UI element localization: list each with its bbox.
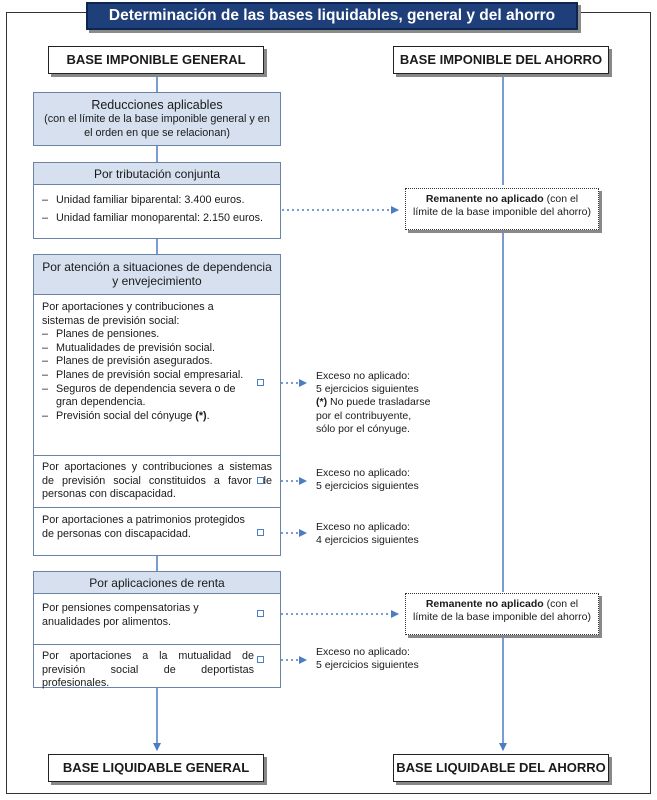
connector-square <box>257 656 264 663</box>
dependencia-section-1: Por aportaciones y contribuciones a sist… <box>34 295 280 455</box>
connector-square <box>257 529 264 536</box>
list-item: –Planes de previsión social empresarial. <box>42 368 244 381</box>
tributacion-title: Por tributación conjunta <box>34 163 280 185</box>
list-item: –Planes de pensiones. <box>42 328 160 341</box>
remanente-box-1: Remanente no aplicado (con el límite de … <box>405 188 599 230</box>
list-item: –Seguros de dependencia severa o de gran… <box>42 382 236 409</box>
dependencia-panel: Por atención a situaciones de dependenci… <box>33 254 281 556</box>
reducciones-subtitle: (con el límite de la base imponible gene… <box>44 113 270 139</box>
dependencia-section-2: Por aportaciones y contribuciones a sist… <box>34 455 280 507</box>
tributacion-panel: Por tributación conjunta –Unidad familia… <box>33 162 281 239</box>
list-item: –Planes de previsión asegurados. <box>42 355 213 368</box>
list-item: –Unidad familiar biparental: 3.400 euros… <box>42 194 245 206</box>
exceso-note-2: Exceso no aplicado: 5 ejercicios siguien… <box>316 467 419 493</box>
aplicaciones-panel: Por aplicaciones de renta Por pensiones … <box>33 571 281 691</box>
base-liquidable-ahorro-box: BASE LIQUIDABLE DEL AHORRO <box>393 754 609 782</box>
list-item: –Mutualidades de previsión social. <box>42 341 216 354</box>
connector-square <box>257 379 264 386</box>
exceso-note-1: Exceso no aplicado: 5 ejercicios siguien… <box>316 370 431 435</box>
remanente-box-2: Remanente no aplicado (con el límite de … <box>405 593 599 635</box>
dependencia-section-3: Por aportaciones a patrimonios protegido… <box>34 507 280 541</box>
aplicaciones-title: Por aplicaciones de renta <box>34 572 280 594</box>
dependencia-title: Por atención a situaciones de dependenci… <box>34 255 280 295</box>
connector-square <box>257 610 264 617</box>
reducciones-panel: Reducciones aplicables (con el límite de… <box>33 92 281 146</box>
diagram-title: Determinación de las bases liquidables, … <box>86 2 578 30</box>
aplicaciones-section-1: Por pensiones compensatorias y anualidad… <box>42 602 199 628</box>
aplicaciones-section-2: Por aportaciones a la mutualidad de prev… <box>34 644 280 691</box>
exceso-note-3: Exceso no aplicado: 4 ejercicios siguien… <box>316 521 419 547</box>
reducciones-title: Reducciones aplicables <box>91 98 223 112</box>
list-item: –Unidad familiar monoparental: 2.150 eur… <box>42 211 264 224</box>
base-liquidable-general-box: BASE LIQUIDABLE GENERAL <box>48 754 264 782</box>
base-imponible-ahorro-box: BASE IMPONIBLE DEL AHORRO <box>393 46 609 74</box>
connector-square <box>257 477 264 484</box>
base-imponible-general-box: BASE IMPONIBLE GENERAL <box>48 46 264 74</box>
exceso-note-4: Exceso no aplicado: 5 ejercicios siguien… <box>316 646 419 672</box>
list-item: –Previsión social del cónyuge (*). <box>42 409 210 422</box>
